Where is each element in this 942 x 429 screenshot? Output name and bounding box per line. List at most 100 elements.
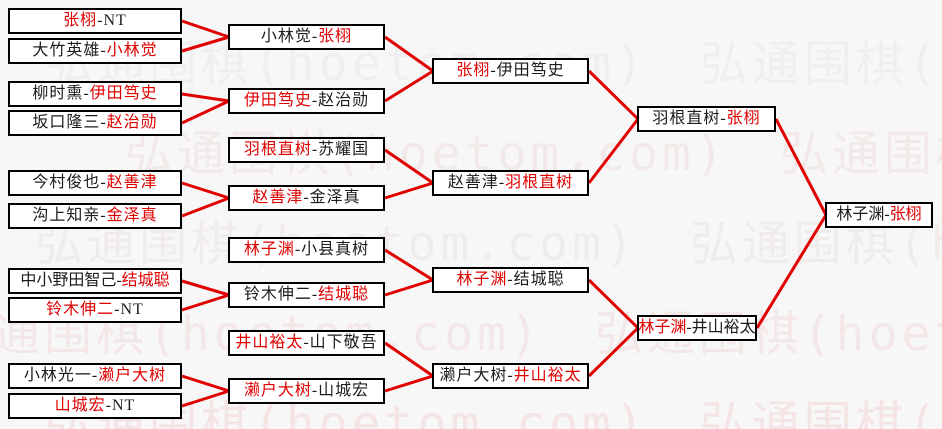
connector-line: [384, 69, 434, 103]
match-r1m2: 大竹英雄-小林觉: [8, 38, 182, 64]
connector-line: [181, 196, 230, 218]
match-r2m5: 林子渊-小县真树: [228, 237, 385, 263]
player-name-winner: 赵善津: [252, 189, 304, 206]
player-name-winner: 林子渊: [456, 271, 508, 288]
connector-line: [755, 214, 828, 329]
player-name-winner: 张栩: [726, 110, 761, 127]
connector-line: [384, 35, 434, 73]
connector-line: [384, 181, 434, 200]
match-r2m3: 羽根直树-苏耀国: [228, 137, 385, 163]
player-name-winner: 林子渊: [638, 319, 687, 336]
player-name: 柳时熏-: [32, 85, 90, 102]
player-name-winner: 井山裕太: [235, 334, 304, 351]
match-r1m4: 坂口隆三-赵治勋: [8, 110, 182, 136]
player-name: -山下敬吾: [303, 334, 378, 351]
connector-line: [384, 148, 434, 185]
player-name-winner: 濑户大树: [98, 367, 167, 384]
connector-line: [384, 374, 434, 393]
match-r1m10: 山城宏-NT: [8, 393, 182, 419]
player-name-winner: 伊田笃史: [89, 85, 158, 102]
match-r2m2: 伊田笃史-赵治勋: [228, 88, 385, 114]
player-name-winner: 张栩: [318, 28, 353, 45]
match-r1m1: 张栩-NT: [8, 8, 182, 34]
match-r1m5: 今村俊也-赵善津: [8, 170, 182, 196]
player-name: -井山裕太: [686, 319, 756, 336]
player-name-winner: 濑户大树: [243, 382, 312, 399]
player-name-winner: 张栩: [456, 62, 491, 79]
connector-line: [181, 279, 230, 297]
match-r5m1-final: 林子渊-张栩: [825, 202, 933, 228]
player-name: 羽根直树-: [652, 110, 727, 127]
connector-line: [181, 389, 230, 408]
player-name-winner: 山城宏: [54, 397, 106, 414]
match-r1m8: 铃木伸二-NT: [8, 297, 182, 323]
match-r3m2: 赵善津-羽根直树: [432, 170, 589, 196]
player-name-winner: 羽根直树: [505, 174, 574, 191]
player-name-winner: 赵治勋: [106, 114, 158, 131]
player-name-winner: 赵善津: [106, 174, 158, 191]
player-name: -结城聪: [507, 271, 565, 288]
player-name-winner: 林子渊: [243, 241, 295, 258]
player-name: -伊田笃史: [490, 62, 565, 79]
connector-line: [587, 118, 640, 184]
player-name: 大竹英雄-: [32, 42, 107, 59]
player-name-winner: 井山裕太: [513, 367, 582, 384]
connector-line: [181, 293, 230, 312]
watermark-text: 弘通围棋(hoetom.com) 弘通围棋(hoetom.com): [35, 216, 942, 272]
player-name-winner: 铃木伸二: [46, 301, 115, 318]
match-r1m7: 中小野田智己-结城聪: [8, 268, 182, 294]
player-name: 铃木伸二-: [243, 286, 319, 303]
connector-line: [181, 19, 230, 39]
player-name: 林子渊-: [836, 206, 890, 223]
match-r4m1: 羽根直树-张栩: [637, 106, 776, 132]
player-name-winner: 张栩: [63, 12, 98, 29]
match-r2m6: 铃木伸二-结城聪: [228, 282, 385, 308]
player-name: -苏耀国: [311, 141, 370, 158]
connector-line: [587, 69, 640, 121]
connector-line: [774, 118, 828, 216]
player-name: -金泽真: [303, 189, 361, 206]
connector-line: [384, 248, 434, 282]
player-name: -NT: [97, 12, 127, 29]
match-r3m3: 林子渊-结城聪: [432, 267, 589, 293]
player-name: 今村俊也-: [32, 174, 107, 191]
player-name-winner: 结城聪: [121, 272, 170, 289]
match-r2m4: 赵善津-金泽真: [228, 185, 385, 211]
match-r3m1: 张栩-伊田笃史: [432, 58, 589, 84]
player-name: 小林光一-: [23, 367, 99, 384]
match-r2m7: 井山裕太-山下敬吾: [228, 330, 385, 356]
player-name: 小林觉-: [260, 28, 319, 45]
connector-line: [181, 181, 230, 200]
match-r3m4: 濑户大树-井山裕太: [432, 363, 589, 389]
player-name: -小县真树: [294, 241, 370, 258]
player-name: 沟上知亲-: [32, 207, 107, 224]
player-name-winner: 张栩: [889, 206, 922, 223]
connector-line: [384, 341, 434, 378]
player-name-winner: 羽根直树: [243, 141, 312, 158]
connector-line: [181, 92, 230, 103]
player-name: 坂口隆三-: [32, 114, 107, 131]
player-name: -山城宏: [311, 382, 370, 399]
connector-line: [384, 278, 434, 297]
match-r1m3: 柳时熏-伊田笃史: [8, 81, 182, 107]
match-r1m9: 小林光一-濑户大树: [8, 363, 182, 389]
player-name: 濑户大树-: [439, 367, 514, 384]
player-name: -赵治勋: [311, 92, 370, 109]
connector-line: [181, 99, 230, 125]
player-name-winner: 小林觉: [106, 42, 158, 59]
connector-line: [587, 326, 640, 378]
match-r1m6: 沟上知亲-金泽真: [8, 203, 182, 229]
connector-line: [181, 35, 230, 53]
match-r2m1: 小林觉-张栩: [228, 24, 385, 50]
match-r4m2: 林子渊-井山裕太: [637, 315, 757, 341]
player-name: 赵善津-: [447, 174, 506, 191]
player-name-winner: 结城聪: [318, 286, 370, 303]
player-name: 中小野田智己-: [20, 272, 122, 289]
player-name: -NT: [114, 301, 144, 318]
match-r2m8: 濑户大树-山城宏: [228, 378, 385, 404]
player-name: -NT: [105, 397, 136, 414]
player-name-winner: 金泽真: [106, 207, 158, 224]
connector-line: [181, 374, 230, 393]
